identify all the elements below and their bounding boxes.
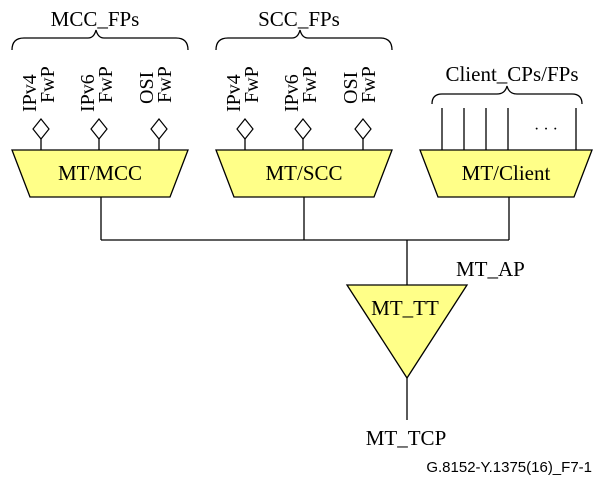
mt-client-label: MT/Client <box>462 161 551 185</box>
client-cps-fps-label: Client_CPs/FPs <box>445 62 578 86</box>
mcc-port-ipv4-fwp: FwP <box>37 66 59 103</box>
mcc-port-ipv6: IPv6 FwP <box>77 66 117 150</box>
scc-port-ipv6-fwp: FwP <box>299 66 321 103</box>
client-brace <box>431 85 583 105</box>
scc-port-osi: OSI FwP <box>340 66 380 150</box>
scc-port-osi-proto: OSI <box>340 72 362 104</box>
mcc-port-osi-proto: OSI <box>136 72 158 104</box>
mcc-port-ipv4: IPv4 FwP <box>19 66 59 150</box>
scc-port-ipv4-fwp: FwP <box>241 66 263 103</box>
scc-port-ipv6-proto: IPv6 <box>281 74 303 112</box>
mt-mcc-label: MT/MCC <box>58 161 142 185</box>
scc-fps-label: SCC_FPs <box>258 7 340 31</box>
scc-port-ipv4-proto: IPv4 <box>223 74 245 112</box>
mt-tt-block: MT_TT <box>345 284 469 380</box>
mt-ap-label: MT_AP <box>456 257 525 281</box>
mcc-port-ipv6-fwp: FwP <box>95 66 117 103</box>
mt-client-block: MT/Client <box>419 149 593 198</box>
mcc-port-osi: OSI FwP <box>136 66 176 150</box>
client-ports: · · · <box>441 108 577 150</box>
client-ellipsis: · · · <box>534 121 558 138</box>
mcc-port-ipv6-diamond <box>90 118 108 140</box>
mcc-port-ipv6-proto: IPv6 <box>77 74 99 112</box>
mcc-fps-label: MCC_FPs <box>51 7 140 31</box>
scc-port-ipv6-diamond <box>294 118 312 140</box>
mcc-port-osi-fwp: FwP <box>154 66 176 103</box>
mt-mcc-block: MT/MCC <box>11 149 189 198</box>
scc-port-ipv4-diamond <box>236 118 254 140</box>
scc-port-ipv4: IPv4 FwP <box>223 66 263 150</box>
mcc-port-osi-diamond <box>150 118 168 140</box>
mt-tcp-label: MT_TCP <box>366 426 447 450</box>
scc-port-ipv6: IPv6 FwP <box>281 66 321 150</box>
scc-port-osi-diamond <box>354 118 372 140</box>
mt-scc-label: MT/SCC <box>265 161 342 185</box>
mcc-port-ipv4-diamond <box>32 118 50 140</box>
figure-id: G.8152-Y.1375(16)_F7-1 <box>426 459 592 476</box>
scc-fps-brace <box>215 29 393 51</box>
mcc-port-ipv4-proto: IPv4 <box>19 74 41 112</box>
scc-port-osi-fwp: FwP <box>358 66 380 103</box>
mcc-fps-brace <box>11 29 189 51</box>
mt-tt-label: MT_TT <box>371 296 439 320</box>
mt-scc-block: MT/SCC <box>215 149 393 198</box>
